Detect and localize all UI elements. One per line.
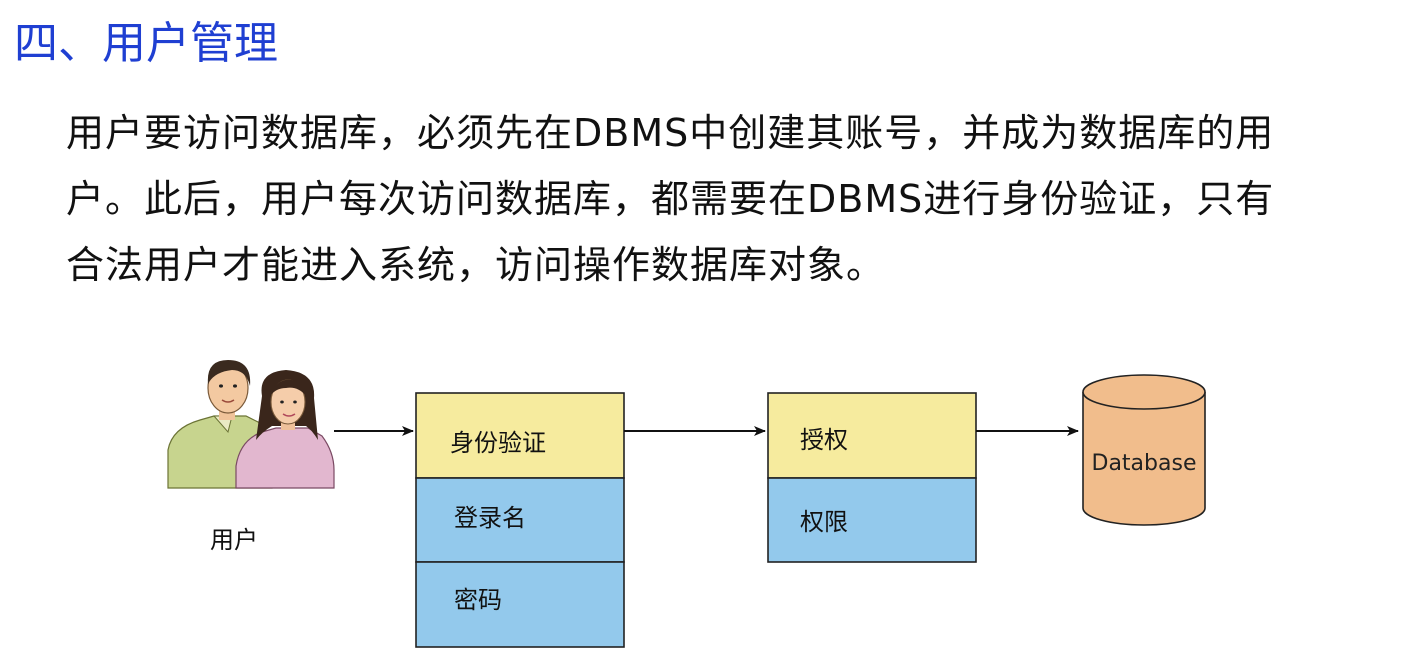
- authz-title-cell: [767, 392, 977, 479]
- permission-label: 权限: [800, 508, 848, 536]
- authorization-box: 授权 权限: [767, 392, 977, 563]
- paragraph-line-1: 用户要访问数据库，必须先在DBMS中创建其账号，并成为数据库的用: [66, 111, 1275, 155]
- user-label: 用户: [210, 526, 258, 554]
- authentication-box: 身份验证 登录名 密码: [415, 392, 625, 648]
- permission-cell: [767, 477, 977, 563]
- user-management-diagram: 用户 身份验证 登录名 密码 授权 权限 Database: [167, 360, 1206, 648]
- woman-figure: [235, 370, 335, 489]
- auth-title: 身份验证: [450, 429, 546, 457]
- intro-paragraph: 用户要访问数据库，必须先在DBMS中创建其账号，并成为数据库的用 户。此后，用户…: [66, 100, 1396, 298]
- login-name-cell: [415, 477, 625, 563]
- users-illustration: [167, 360, 335, 489]
- section-heading: 四、用户管理: [14, 18, 278, 69]
- auth-title-cell: [415, 392, 625, 479]
- password-label: 密码: [454, 586, 502, 614]
- login-name-label: 登录名: [454, 504, 526, 532]
- paragraph-line-2: 户。此后，用户每次访问数据库，都需要在DBMS进行身份验证，只有: [66, 177, 1275, 221]
- database-label: Database: [1092, 451, 1197, 476]
- paragraph-line-3: 合法用户才能进入系统，访问操作数据库对象。: [66, 243, 886, 287]
- password-cell: [415, 561, 625, 648]
- authz-title: 授权: [800, 426, 848, 454]
- database-cylinder: Database: [1082, 374, 1206, 526]
